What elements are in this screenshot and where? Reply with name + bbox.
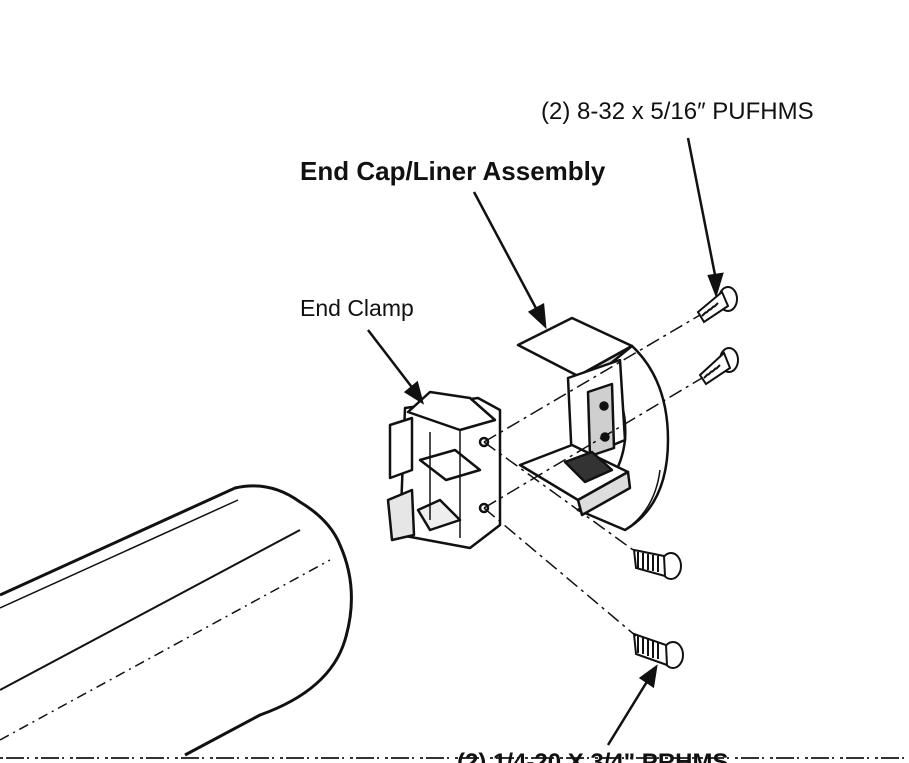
screw-bottom-2: [632, 632, 684, 669]
screw-top-1: [696, 286, 738, 324]
rail-extrusion: [0, 484, 353, 757]
alignment-lines: [483, 314, 703, 637]
screw-top-2: [698, 347, 739, 386]
label-end-cap-liner-assembly: End Cap/Liner Assembly: [300, 156, 606, 186]
label-end-clamp: End Clamp: [300, 295, 414, 321]
end-clamp: [386, 390, 502, 550]
end-cap-liner-assembly: [516, 316, 670, 532]
screw-bottom-1: [632, 548, 682, 580]
leader-arrows: [367, 137, 724, 746]
label-screws-top: (2) 8-32 x 5/16″ PUFHMS: [541, 98, 814, 125]
label-screws-bottom: (2) 1/4-20 X 3/4" PRHMS: [457, 749, 728, 763]
